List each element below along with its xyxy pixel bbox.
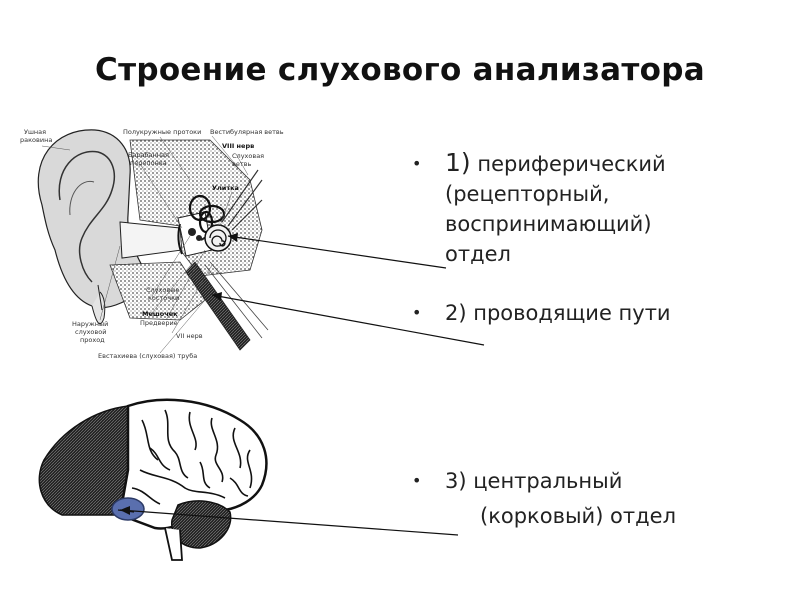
label-auditory-branch-line2: ветвь: [232, 160, 251, 168]
nerve-viii-shape: [221, 169, 263, 231]
label-eardrum-line2: перепонка: [130, 159, 167, 167]
pointer-cortex-line: [119, 509, 459, 536]
bullet-dot-icon: •: [412, 154, 422, 173]
label-saccule: Мешочек: [142, 310, 178, 318]
arrowhead-pathway: [212, 292, 222, 301]
label-nerve-vii: VII нерв: [176, 332, 203, 340]
label-eardrum-line1: Барабанная: [128, 151, 169, 159]
eustachian-tube-shape: [185, 261, 251, 351]
bullet-number: 1): [445, 148, 471, 177]
label-cochlea: Улитка: [212, 184, 239, 192]
eardrum-shape: [177, 223, 183, 255]
pointer-receptor-line: [227, 235, 447, 269]
label-ossicles-line2: косточки: [148, 294, 179, 302]
ear-illustration: Ушная раковина Полукружные протоки Вести…: [20, 128, 284, 360]
pointer-lines: [119, 235, 485, 536]
label-eustachian-tube: Евстахиева (слуховая) труба: [98, 352, 197, 360]
label-semicircular-canals: Полукружные протоки: [123, 128, 201, 136]
bullet-item-central-continuation: (корковый) отдел: [480, 502, 676, 530]
bullet-line: отдел: [445, 242, 511, 266]
arrowhead-cortex: [120, 506, 130, 515]
bullet-line: периферический: [477, 152, 666, 176]
label-external-canal-line2: слуховой: [75, 328, 106, 336]
bullet-line: (корковый) отдел: [480, 504, 677, 528]
arrowhead-receptor: [228, 233, 238, 242]
bullet-dot-icon: •: [412, 303, 422, 322]
label-external-canal-line3: проход: [80, 336, 105, 344]
auditory-canal-shape: [119, 221, 183, 259]
bullet-dot-icon: •: [412, 471, 422, 490]
label-vestibular-branch: Вестибулярная ветвь: [210, 128, 284, 136]
label-auricle-line2: раковина: [20, 136, 52, 144]
bullet-text: 2) проводящие пути: [445, 301, 671, 325]
label-external-canal-line1: Наружный: [72, 320, 108, 328]
brain-illustration: [38, 398, 268, 561]
label-nerve-viii: VIII нерв: [222, 142, 254, 150]
label-ossicles-line1: Слуховые: [146, 286, 179, 294]
label-auditory-branch-line1: Слуховая: [232, 152, 264, 160]
bullet-line: 3) центральный: [445, 469, 623, 493]
occipital-lobe-shape: [38, 405, 129, 516]
bullet-line: (рецепторный,: [445, 182, 610, 206]
bullet-line: воспринимающий): [445, 212, 652, 236]
label-vestibule: Предверие: [140, 319, 178, 327]
cochlea-shape: [204, 224, 232, 252]
slide-title: Строение слухового анализатора: [95, 52, 705, 88]
pointer-pathway-line: [211, 294, 485, 346]
label-auricle-line1: Ушная: [24, 128, 46, 136]
